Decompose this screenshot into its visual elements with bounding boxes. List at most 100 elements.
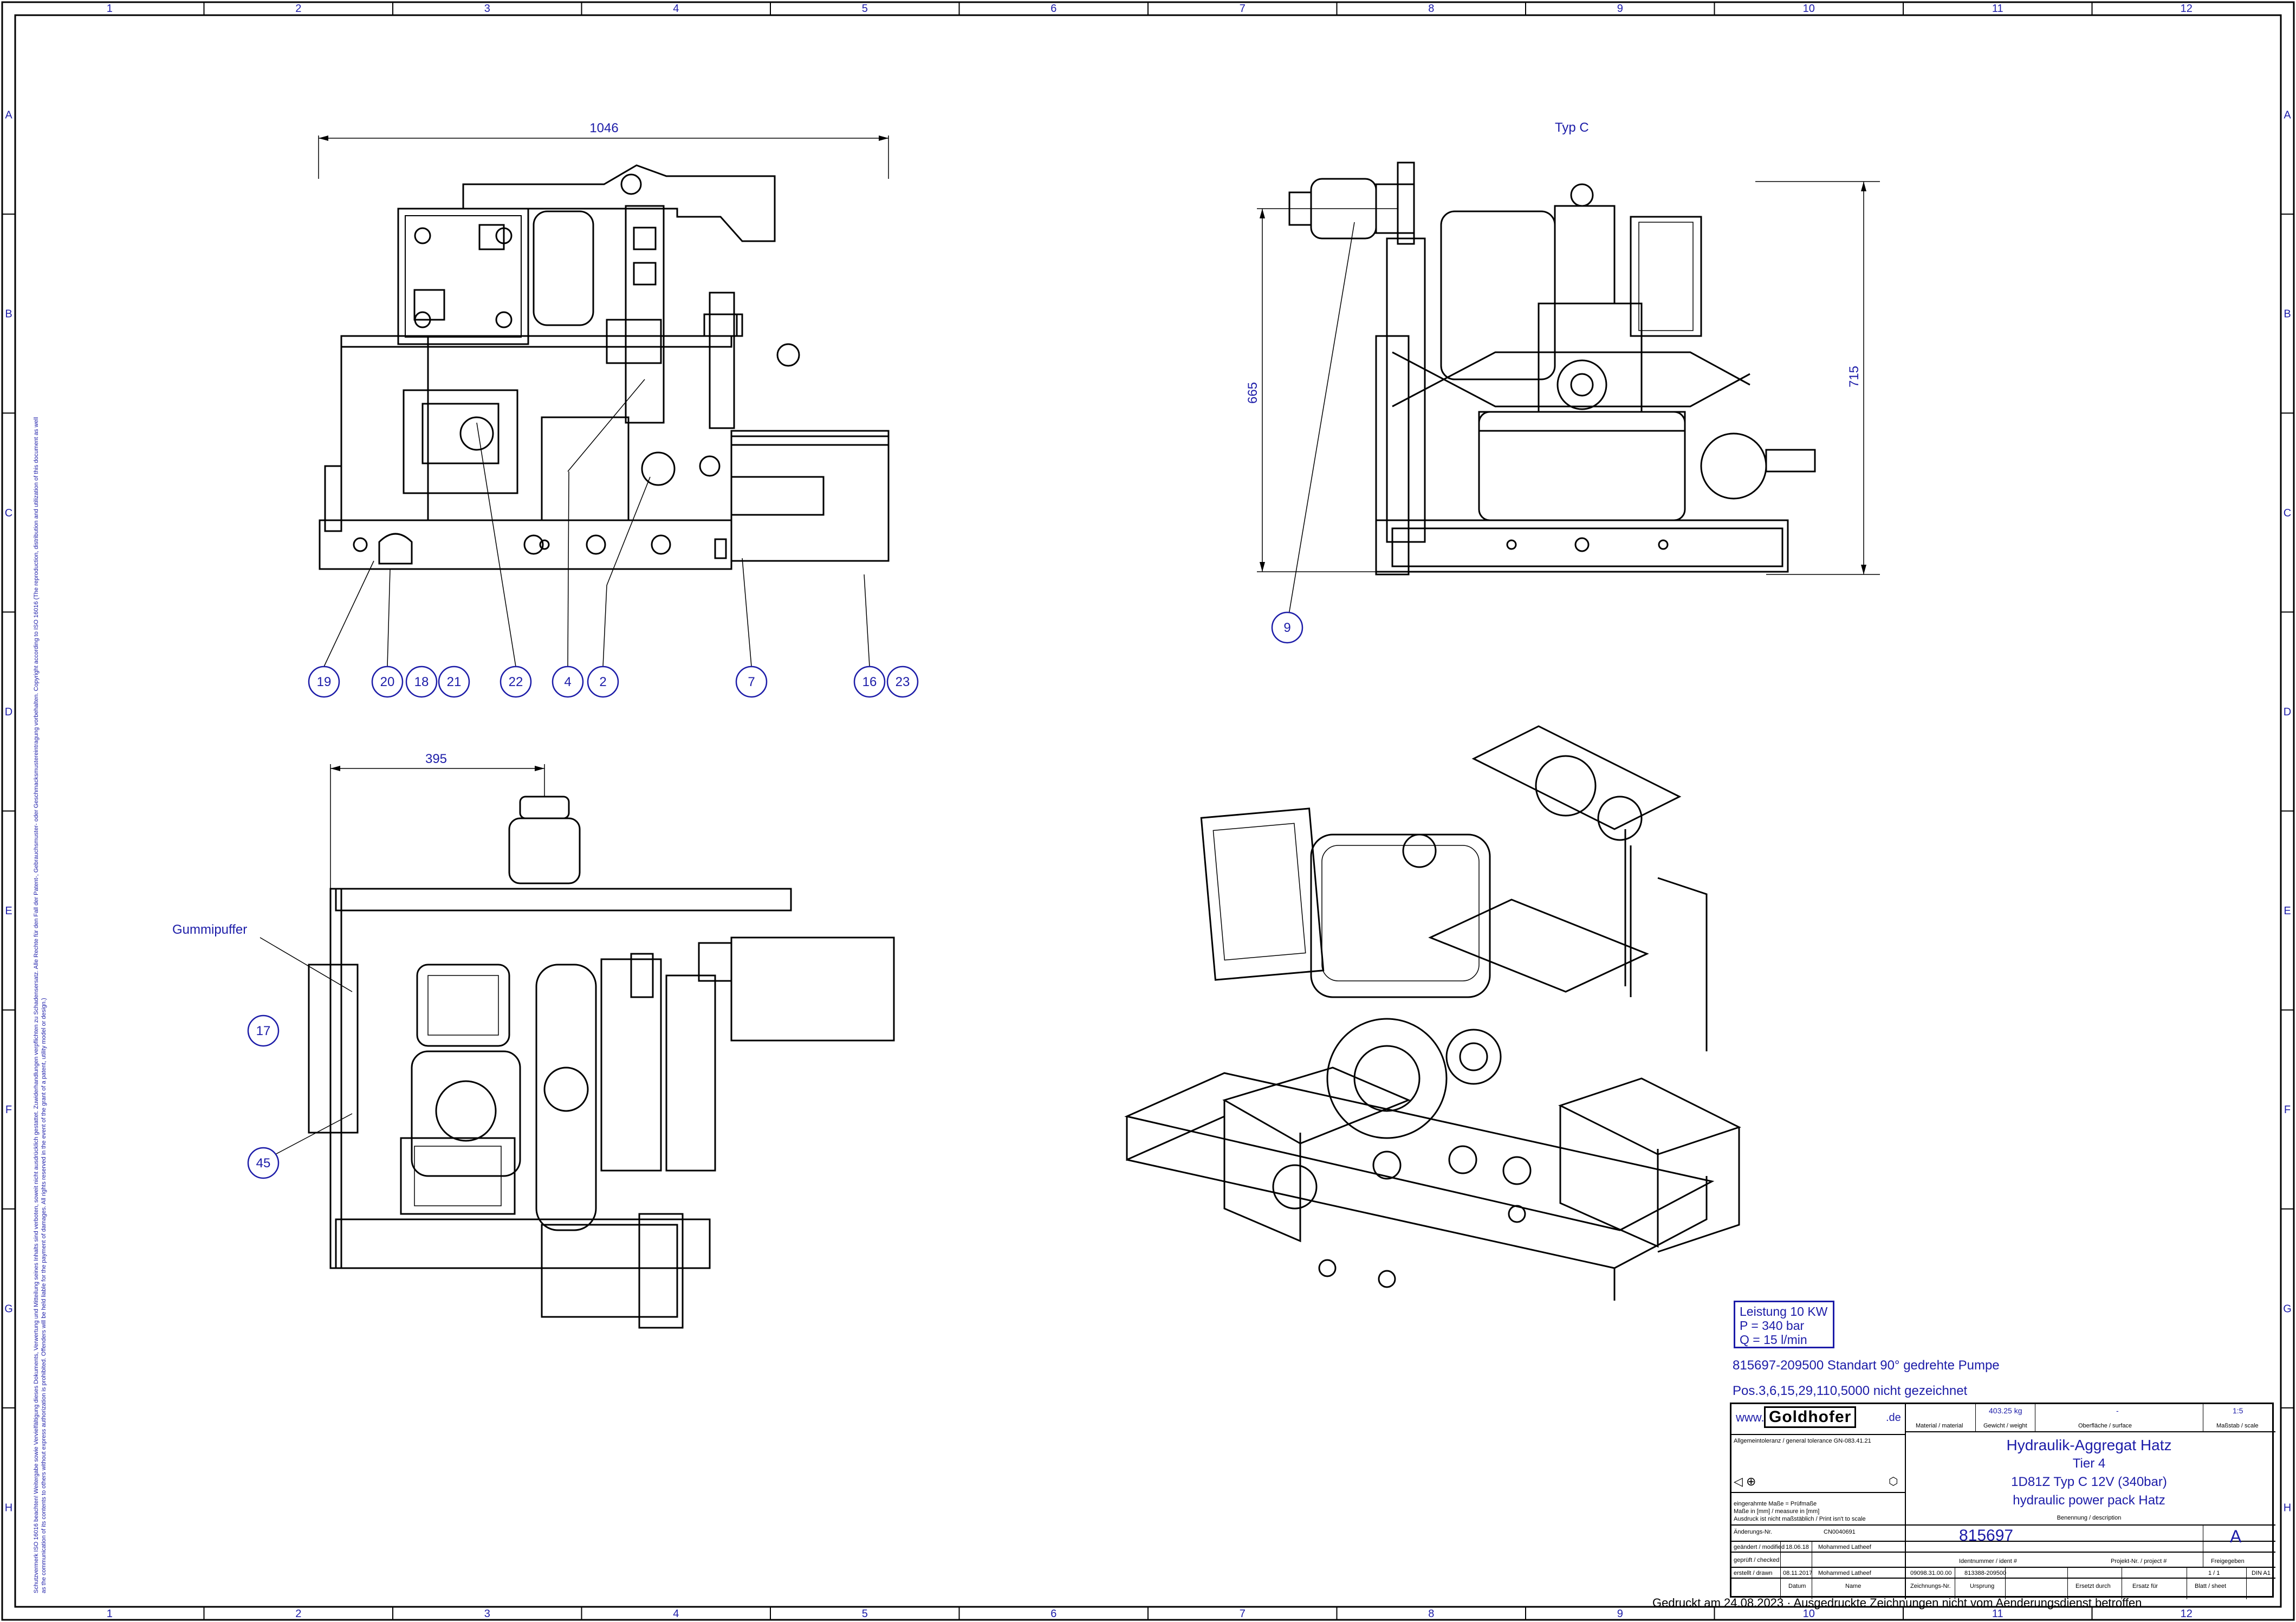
grid-column-label: 8 bbox=[1428, 1608, 1434, 1620]
modified-by: Mohammed Latheef bbox=[1818, 1544, 1871, 1550]
callout-bubble: 16 bbox=[853, 665, 886, 698]
origin-label: Ursprung bbox=[1970, 1583, 1995, 1589]
spec-pressure: P = 340 bar bbox=[1740, 1319, 1805, 1333]
grid-row-label: G bbox=[4, 1303, 13, 1315]
callout-number: 4 bbox=[564, 675, 571, 689]
not-shown-note: Pos.3,6,15,29,110,5000 nicht gezeichnet bbox=[1733, 1384, 1968, 1398]
callout-number: 19 bbox=[317, 675, 332, 689]
revision-letter: A bbox=[2230, 1527, 2242, 1546]
grid-column-label: 2 bbox=[295, 1608, 301, 1620]
grid-column-label: 12 bbox=[2181, 3, 2193, 15]
grid-row-label: B bbox=[2284, 308, 2291, 320]
grid-row-label: C bbox=[5, 507, 12, 519]
grid-column-label: 1 bbox=[107, 3, 113, 15]
surface-symbol-icon: ⬡ bbox=[1889, 1476, 1898, 1488]
callout-number: 23 bbox=[896, 675, 910, 689]
front-dim-width: 1046 bbox=[589, 121, 618, 135]
replaced-label: Ersetzt durch bbox=[2076, 1583, 2111, 1589]
grid-row-label: A bbox=[5, 109, 12, 121]
grid-column-label: 7 bbox=[1240, 3, 1246, 15]
callout-number: 7 bbox=[748, 675, 755, 689]
replaces-label: Ersatz für bbox=[2132, 1583, 2158, 1589]
title-line-3: 1D81Z Typ C 12V (340bar) bbox=[2011, 1475, 2167, 1489]
units-note-2: Maße in [mm] / measure in [mm] bbox=[1734, 1508, 1820, 1515]
grid-column-label: 4 bbox=[673, 3, 679, 15]
change-no: CN0040691 bbox=[1824, 1529, 1856, 1535]
scale-label: Maßstab / scale bbox=[2216, 1423, 2259, 1429]
side-dim-right: 715 bbox=[1847, 366, 1862, 387]
top-view bbox=[260, 764, 895, 1329]
title-block: www. Goldhofer .de Allgemeintoleranz / g… bbox=[1730, 1403, 2275, 1599]
grid-row-label: H bbox=[2284, 1502, 2291, 1514]
date-label: Datum bbox=[1788, 1583, 1806, 1589]
top-dim-width: 395 bbox=[425, 752, 447, 766]
grid-row-label: A bbox=[2284, 109, 2291, 121]
www-label: www. bbox=[1736, 1411, 1765, 1424]
ident-label: Identnummer / ident # bbox=[1959, 1558, 2018, 1565]
callout-number: 21 bbox=[447, 675, 462, 689]
grid-column-label: 8 bbox=[1428, 3, 1434, 15]
callout-number: 9 bbox=[1283, 621, 1290, 635]
tolerance-text: Allgemeintoleranz / general tolerance GN… bbox=[1734, 1438, 1871, 1444]
callout-number: 45 bbox=[256, 1156, 271, 1171]
checked-label: geprüft / checked bbox=[1734, 1557, 1780, 1563]
callout-bubble: 4 bbox=[552, 665, 584, 698]
isometric-view bbox=[1124, 725, 1741, 1301]
weight-value: 403.25 kg bbox=[1989, 1406, 2022, 1415]
zeichnungs-label: Zeichnungs-Nr. bbox=[1910, 1583, 1951, 1589]
title-line-1: Hydraulik-Aggregat Hatz bbox=[2006, 1437, 2172, 1453]
projection-icon: ◁ ⊕ bbox=[1734, 1475, 1756, 1488]
scale-value: 1:5 bbox=[2233, 1406, 2243, 1415]
grid-column-label: 4 bbox=[673, 1608, 679, 1620]
grid-row-label: F bbox=[2284, 1104, 2291, 1116]
grid-row-label: G bbox=[2283, 1303, 2292, 1315]
spec-box: Leistung 10 KW P = 340 bar Q = 15 l/min bbox=[1734, 1301, 1834, 1348]
change-label: Änderungs-Nr. bbox=[1734, 1529, 1772, 1535]
status-label: Freigegeben bbox=[2211, 1558, 2245, 1565]
grid-row-label: E bbox=[2284, 905, 2291, 917]
printed-note: Gedruckt am 24.08.2023 · Ausgedruckte Ze… bbox=[1652, 1596, 2142, 1610]
callout-bubble: 7 bbox=[735, 665, 768, 698]
grid-row-label: C bbox=[2284, 507, 2291, 519]
grid-column-label: 6 bbox=[1050, 3, 1056, 15]
grid-row-label: B bbox=[5, 308, 12, 320]
grid-row-label: H bbox=[5, 1502, 12, 1514]
project-label: Projekt-Nr. / project # bbox=[2111, 1558, 2167, 1565]
zeichnungs-no: 09098.31.00.00 bbox=[1910, 1570, 1952, 1576]
callout-bubble: 2 bbox=[587, 665, 619, 698]
grid-column-label: 3 bbox=[484, 3, 490, 15]
name-label: Name bbox=[1845, 1583, 1862, 1589]
front-view bbox=[318, 135, 890, 667]
side-dim-left: 665 bbox=[1246, 382, 1260, 404]
sheet-label: Blatt / sheet bbox=[2195, 1583, 2227, 1589]
sheet-value: 1 / 1 bbox=[2208, 1570, 2220, 1576]
callout-number: 17 bbox=[256, 1024, 271, 1038]
grid-column-label: 2 bbox=[295, 3, 301, 15]
spec-power: Leistung 10 KW bbox=[1740, 1304, 1828, 1319]
grid-column-label: 5 bbox=[862, 3, 868, 15]
callout-bubble: 19 bbox=[308, 665, 340, 698]
callout-bubble: 9 bbox=[1271, 611, 1303, 644]
grid-row-label: D bbox=[5, 706, 12, 718]
grid-column-label: 9 bbox=[1617, 3, 1623, 15]
modified-label: geändert / modified bbox=[1734, 1544, 1785, 1550]
callout-bubble: 18 bbox=[405, 665, 438, 698]
callout-number: 20 bbox=[380, 675, 395, 689]
callout-number: 18 bbox=[414, 675, 429, 689]
units-note-3: Ausdruck ist nicht maßstäblich / Print i… bbox=[1734, 1516, 1866, 1522]
goldhofer-logo: Goldhofer bbox=[1764, 1406, 1857, 1428]
units-note-1: eingerahmte Maße = Prüfmaße bbox=[1734, 1501, 1817, 1507]
de-label: .de bbox=[1886, 1412, 1901, 1424]
grid-row-label: D bbox=[2284, 706, 2291, 718]
typ-c-label: Typ C bbox=[1555, 120, 1589, 135]
modified-date: 18.06.18 bbox=[1786, 1544, 1809, 1550]
spec-flow: Q = 15 l/min bbox=[1740, 1333, 1807, 1347]
callout-number: 22 bbox=[509, 675, 523, 689]
callout-bubble: 21 bbox=[438, 665, 470, 698]
callout-bubble: 17 bbox=[247, 1014, 280, 1047]
callout-number: 16 bbox=[862, 675, 877, 689]
title-line-4: hydraulic power pack Hatz bbox=[2013, 1493, 2165, 1508]
grid-row-label: F bbox=[5, 1104, 12, 1116]
grid-column-label: 11 bbox=[1992, 1608, 2003, 1620]
